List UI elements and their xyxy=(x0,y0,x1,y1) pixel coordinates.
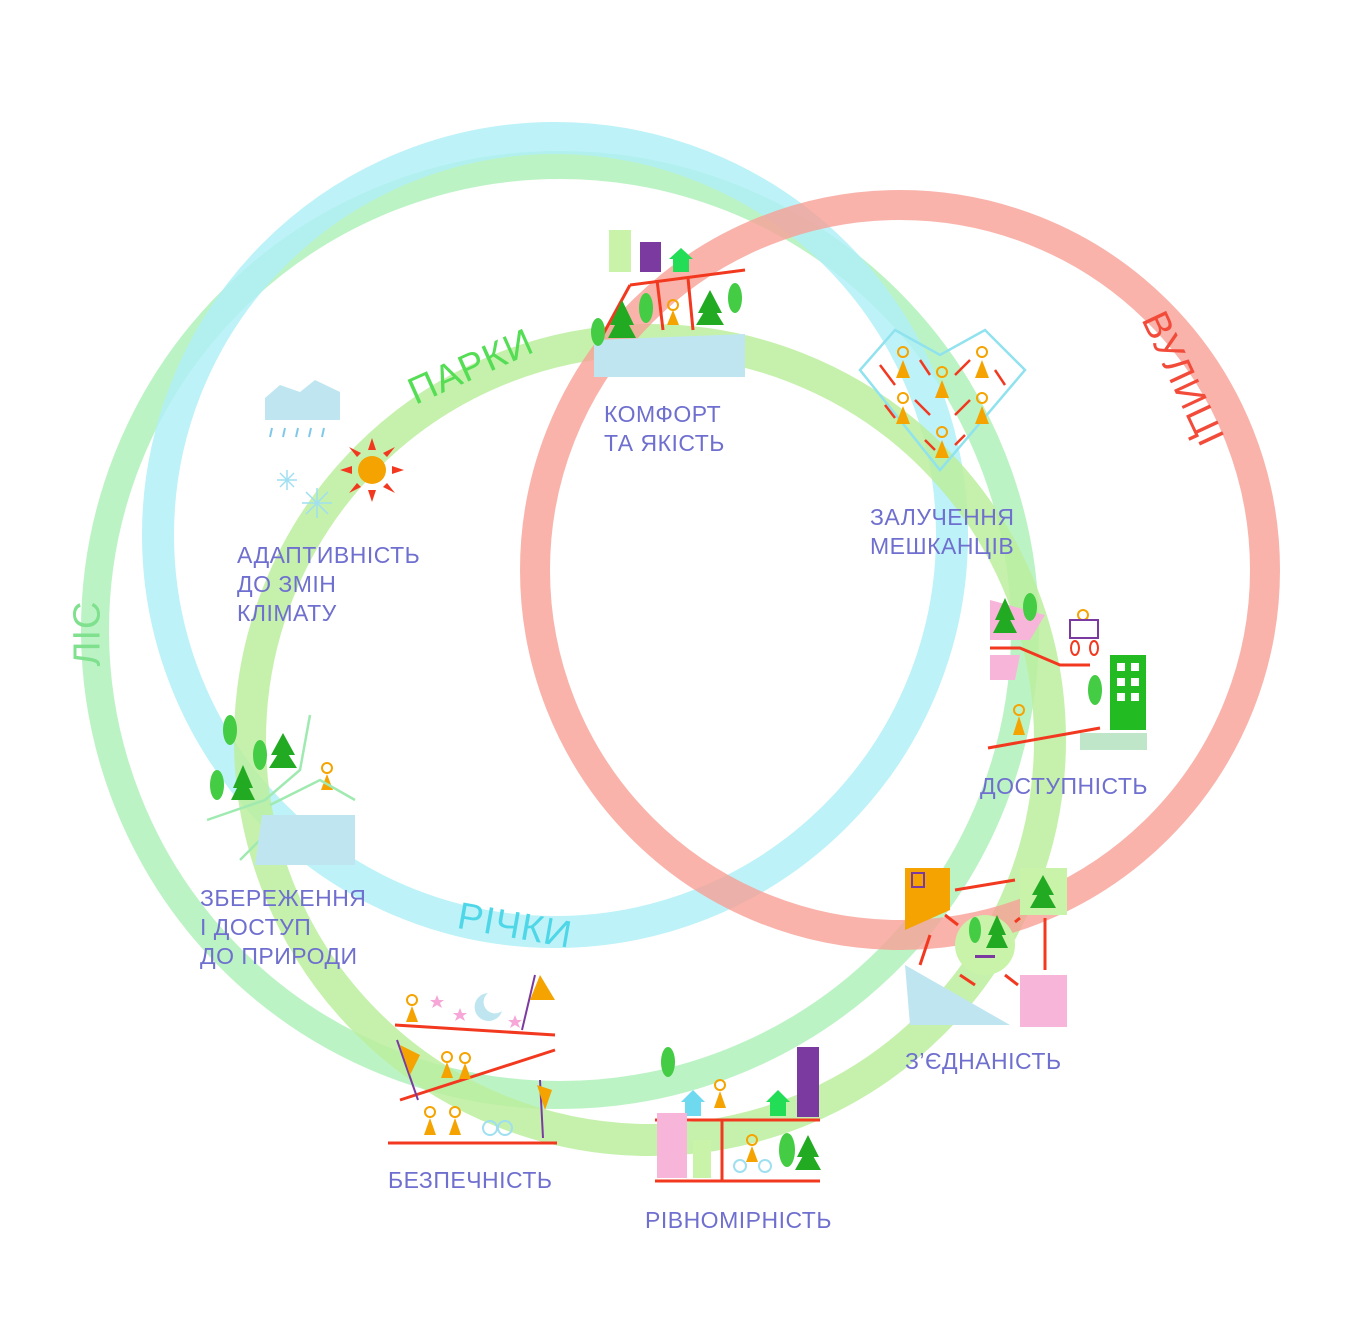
engagement-label: ЗАЛУЧЕННЯ МЕШКАНЦІВ xyxy=(870,503,1014,561)
preservation-label-line-2: І ДОСТУП xyxy=(200,914,312,940)
sun-icon xyxy=(340,438,404,502)
safety-label: БЕЗПЕЧНІСТЬ xyxy=(388,1166,553,1195)
safety-street-icon xyxy=(388,974,557,1145)
connectivity-label-line-1: З’ЄДНАНІСТЬ xyxy=(905,1048,1062,1074)
adaptivity-label-line-1: АДАПТИВНІСТЬ xyxy=(237,542,421,568)
rain-cloud-icon xyxy=(265,380,340,438)
rivers-ring xyxy=(142,122,968,948)
network-icon xyxy=(905,868,1067,1027)
preservation-label-line-1: ЗБЕРЕЖЕННЯ xyxy=(200,885,367,911)
preservation-label: ЗБЕРЕЖЕННЯ І ДОСТУП ДО ПРИРОДИ xyxy=(200,884,366,971)
comfort-label: КОМФОРТ ТА ЯКІСТЬ xyxy=(604,400,725,458)
snowflake-icon xyxy=(277,470,332,518)
equity-city-icon xyxy=(655,1047,821,1183)
adaptivity-label-line-2: ДО ЗМІН xyxy=(237,571,337,597)
connectivity-label: З’ЄДНАНІСТЬ xyxy=(905,1047,1062,1076)
rings xyxy=(81,122,1280,1156)
nature-path-icon xyxy=(206,714,356,865)
streets-ring xyxy=(520,190,1280,950)
preservation-label-line-3: ДО ПРИРОДИ xyxy=(200,943,358,969)
engagement-label-line-2: МЕШКАНЦІВ xyxy=(870,533,1015,559)
adaptivity-label: АДАПТИВНІСТЬ ДО ЗМІН КЛІМАТУ xyxy=(237,541,420,628)
engagement-label-line-1: ЗАЛУЧЕННЯ xyxy=(870,504,1015,530)
wheelchair-icon xyxy=(990,593,1099,680)
equity-label-line-1: РІВНОМІРНІСТЬ xyxy=(645,1207,832,1233)
trees-icon xyxy=(591,283,742,346)
safety-label-line-1: БЕЗПЕЧНІСТЬ xyxy=(388,1167,553,1193)
comfort-label-line-2: ТА ЯКІСТЬ xyxy=(604,430,725,456)
accessibility-label: ДОСТУПНІСТЬ xyxy=(980,772,1148,801)
accessibility-label-line-1: ДОСТУПНІСТЬ xyxy=(980,773,1148,799)
forest-ring-label: ЛІС xyxy=(66,600,109,667)
heart-people-icon xyxy=(858,328,1027,472)
building-icon xyxy=(987,655,1147,750)
equity-label: РІВНОМІРНІСТЬ xyxy=(645,1206,832,1235)
adaptivity-label-line-3: КЛІМАТУ xyxy=(237,600,337,626)
comfort-label-line-1: КОМФОРТ xyxy=(604,401,722,427)
city-blocks-icon xyxy=(594,230,746,377)
